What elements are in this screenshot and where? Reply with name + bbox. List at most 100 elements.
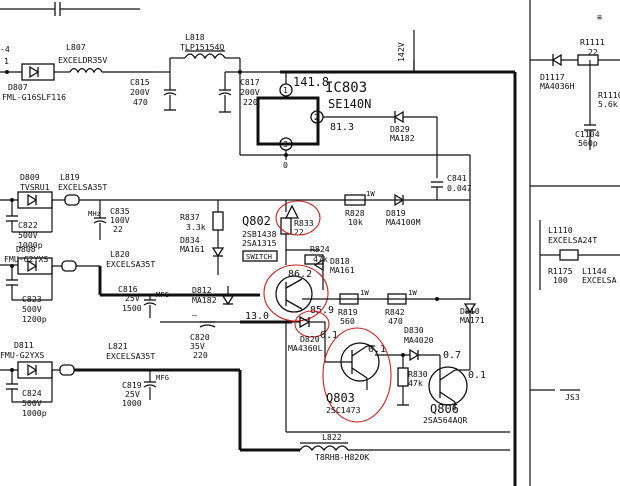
r828-value: 10k (348, 217, 363, 227)
c819-label: C819 (122, 380, 142, 390)
r824-value: 47k (313, 254, 328, 264)
d834-part: MA161 (180, 244, 205, 254)
node-label-minus4: -4 (0, 44, 10, 54)
c815-voltage: 200V (130, 87, 150, 97)
l819-label: L819 (60, 172, 80, 182)
c835-voltage: 100V (110, 215, 130, 225)
v01a-label: 0.1 (320, 330, 338, 341)
q803-highlight (322, 327, 392, 423)
c816-mfg: MFG (156, 290, 169, 299)
d811-label: D811 (14, 340, 34, 350)
r828-label: R828 (345, 208, 365, 218)
r830-label: R830 (408, 369, 428, 379)
r833-highlight (275, 200, 321, 236)
ic-pin3-voltage: 0 (283, 160, 288, 170)
l1110-part: EXCELSA24T (548, 235, 597, 245)
c822-label: C822 (18, 220, 38, 230)
v86-label: 86.2 (288, 269, 312, 280)
v01b-label: 0.1 (468, 370, 486, 381)
small-mark: ≡ (597, 12, 602, 22)
v142-label: 142V (396, 42, 406, 62)
d807-part: FML-G16SLF116 (2, 92, 66, 102)
d819-label: D819 (386, 208, 406, 218)
c820-value: 220 (193, 350, 208, 360)
c835-value: 22 (113, 224, 123, 234)
c817-label: C817 (240, 77, 260, 87)
d812-label: D812 (192, 285, 212, 295)
v13-label: 13.0 (245, 311, 269, 322)
r833-label: R833 (294, 218, 314, 228)
d811-part: FMU-G2YXS (0, 350, 44, 360)
c824-voltage: 500V (22, 398, 42, 408)
d820-label: D820 (300, 334, 320, 344)
r828-watt: 1W (366, 189, 375, 198)
c835-mhz: MHz (88, 209, 101, 218)
c816-voltage: 25V (125, 293, 140, 303)
r842-watt: 1W (408, 288, 417, 297)
d830-label: D830 (404, 325, 424, 335)
q802-part2: 2SA1315 (242, 238, 277, 248)
ic-pin1-voltage: 141.8 (293, 75, 329, 89)
c819-mfg: MFG (156, 373, 169, 382)
c1104-value: 560p (578, 138, 598, 148)
c816-label: C816 (118, 284, 138, 294)
mid-section: D809 TVSRU1 L819 EXCELSA35T C822 500V 10… (0, 154, 471, 300)
r1175-value: 100 (553, 275, 568, 285)
c824-label: C824 (22, 388, 42, 398)
js3-label: JS3 (565, 392, 580, 402)
q803-label: Q803 (326, 391, 355, 405)
c815-label: C815 (130, 77, 150, 87)
d809-part: TVSRU1 (20, 182, 50, 192)
q806-label: Q806 (430, 402, 459, 416)
l1110-label: L1110 (548, 225, 573, 235)
node-label-1: 1 (4, 56, 9, 66)
r1111-label: R1111 (580, 37, 605, 47)
l821-label: L821 (108, 341, 128, 351)
ic803: 1 2 3 141.8 IC803 SE140N 81.3 D829 MA182… (239, 72, 472, 200)
ic-pin2-voltage: 81.3 (330, 122, 354, 133)
c815-value: 470 (133, 97, 148, 107)
l821-part: EXCELSA35T (106, 351, 155, 361)
l820-part: EXCELSA35T (106, 259, 155, 269)
r1110-value: 5.6k (598, 99, 618, 109)
r819-watt: 1W (360, 288, 369, 297)
d820-highlight (294, 310, 330, 338)
d1117-part: MA4036H (540, 81, 575, 91)
c823-voltage: 500V (22, 304, 42, 314)
d807-label: D807 (8, 82, 28, 92)
d809-label: D809 (20, 172, 40, 182)
v07-label: 0.7 (443, 350, 461, 361)
c817-value: 220 (243, 97, 258, 107)
d808-label: D808 (16, 244, 36, 254)
l818-part: TLP15154Q (180, 42, 224, 52)
c819-voltage: 25V (125, 389, 140, 399)
ic-pin1: 1 (283, 85, 288, 95)
bottom-section: D811 FMU-G2YXS L821 EXCELSA35T C824 500V… (0, 322, 510, 462)
q802-label: Q802 (242, 214, 271, 228)
r837-value: 3.3k (186, 222, 206, 232)
l818-label: L818 (185, 32, 205, 42)
l807-part: EXCELDR35V (58, 55, 107, 65)
ic-name: IC803 (325, 80, 367, 96)
l822-part: T8RHB-H820K (315, 452, 369, 462)
c822-voltage: 500V (18, 230, 38, 240)
r819-label: R819 (338, 307, 358, 317)
d1117-label: D1117 (540, 72, 565, 82)
lower-section: D808 FMU-G2YXS L820 EXCELSA35T C823 500V… (0, 244, 486, 425)
l1144-label: L1144 (582, 266, 607, 276)
r833-value: 22 (294, 227, 304, 237)
c820-minus: – (192, 310, 197, 320)
c835-label: C835 (110, 206, 130, 216)
l819-part: EXCELSA35T (58, 182, 107, 192)
top-section: -4 1 L807 EXCELDR35V D807 FML-G16SLF116 … (0, 2, 517, 486)
d818-label: D818 (330, 256, 350, 266)
c823-value: 1200p (22, 314, 47, 324)
c819-value: 1000 (122, 398, 142, 408)
r842-label: R842 (385, 307, 405, 317)
q802-highlight (263, 264, 329, 322)
c822-value: 1000p (18, 240, 43, 250)
c817-voltage: 200V (240, 87, 260, 97)
c824-value: 1000p (22, 408, 47, 418)
right-section: R1111 22 D1117 MA4036H R1110 5.6k C1104 … (529, 0, 620, 486)
